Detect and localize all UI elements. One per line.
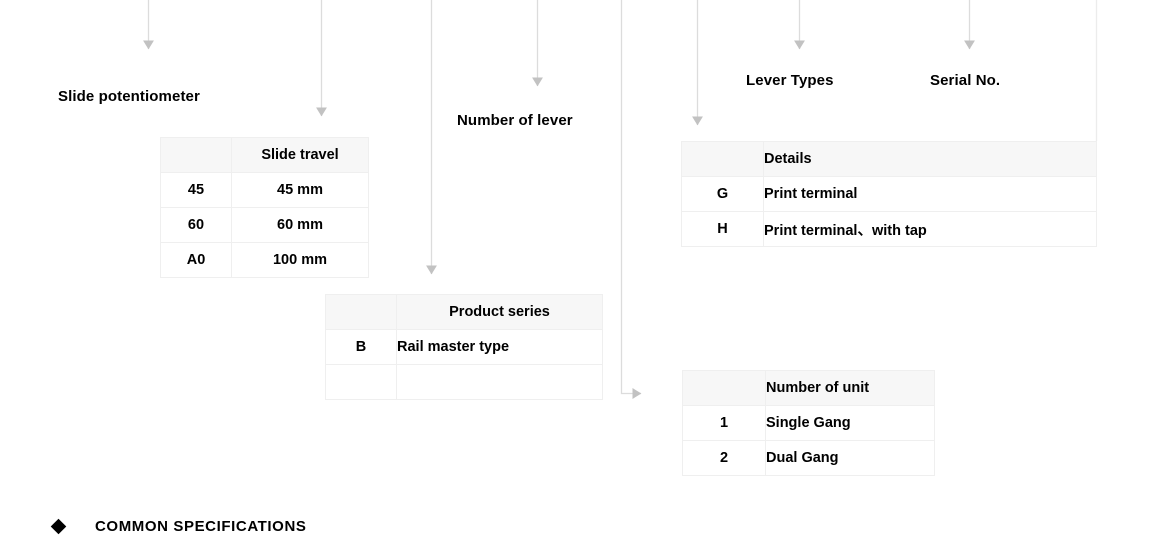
callout-slide-potentiometer: Slide potentiometer [58, 88, 200, 105]
slide-travel-table: Slide travel 45 45 mm 60 60 mm A0 100 mm [160, 137, 369, 278]
details-code-1: H [681, 211, 764, 247]
table-header-row: Slide travel [160, 137, 369, 173]
slide-travel-header-desc: Slide travel [231, 137, 369, 173]
table-row: G Print terminal [681, 176, 1097, 212]
table-row: A0 100 mm [160, 242, 369, 278]
details-code-0: G [681, 176, 764, 212]
product-series-header-desc: Product series [396, 294, 603, 330]
slide-travel-code-0: 45 [160, 172, 232, 208]
slide-travel-desc-1: 60 mm [231, 207, 369, 243]
table-row: 45 45 mm [160, 172, 369, 208]
number-of-unit-code-1: 2 [682, 440, 766, 476]
table-row: 1 Single Gang [682, 405, 935, 441]
table-header-row: Product series [325, 294, 603, 330]
number-of-unit-header-code [682, 370, 766, 406]
product-series-table: Product series B Rail master type [325, 294, 603, 400]
product-series-spacer-code [325, 364, 397, 400]
number-of-unit-desc-0: Single Gang [765, 405, 935, 441]
callout-lever-types: Lever Types [746, 72, 834, 89]
product-series-header-code [325, 294, 397, 330]
slide-travel-desc-2: 100 mm [231, 242, 369, 278]
number-of-unit-table: Number of unit 1 Single Gang 2 Dual Gang [682, 370, 935, 476]
number-of-unit-header-desc: Number of unit [765, 370, 935, 406]
table-row: B Rail master type [325, 329, 603, 365]
details-header-code [681, 141, 764, 177]
common-specifications-label: COMMON SPECIFICATIONS [95, 518, 307, 535]
common-specifications-heading: COMMON SPECIFICATIONS [50, 518, 307, 535]
details-desc-0: Print terminal [763, 176, 1097, 212]
callout-serial-no: Serial No. [930, 72, 1001, 89]
connector-number-of-unit [620, 0, 642, 399]
number-of-unit-code-0: 1 [682, 405, 766, 441]
details-header-desc: Details [763, 141, 1097, 177]
table-row: 2 Dual Gang [682, 440, 935, 476]
slide-travel-code-2: A0 [160, 242, 232, 278]
slide-travel-code-1: 60 [160, 207, 232, 243]
table-spacer-row [325, 364, 603, 400]
table-row: 60 60 mm [160, 207, 369, 243]
number-of-unit-desc-1: Dual Gang [765, 440, 935, 476]
details-table: Details G Print terminal H Print termina… [681, 141, 1097, 247]
diamond-bullet-icon [50, 518, 67, 535]
table-header-row: Details [681, 141, 1097, 177]
callout-number-of-lever: Number of lever [457, 112, 573, 129]
slide-travel-desc-0: 45 mm [231, 172, 369, 208]
slide-travel-header-code [160, 137, 232, 173]
product-series-code-0: B [325, 329, 397, 365]
details-desc-1: Print terminal、with tap [763, 211, 1097, 247]
table-row: H Print terminal、with tap [681, 211, 1097, 247]
product-series-desc-0: Rail master type [396, 329, 603, 365]
table-header-row: Number of unit [682, 370, 935, 406]
product-series-spacer-desc [396, 364, 603, 400]
